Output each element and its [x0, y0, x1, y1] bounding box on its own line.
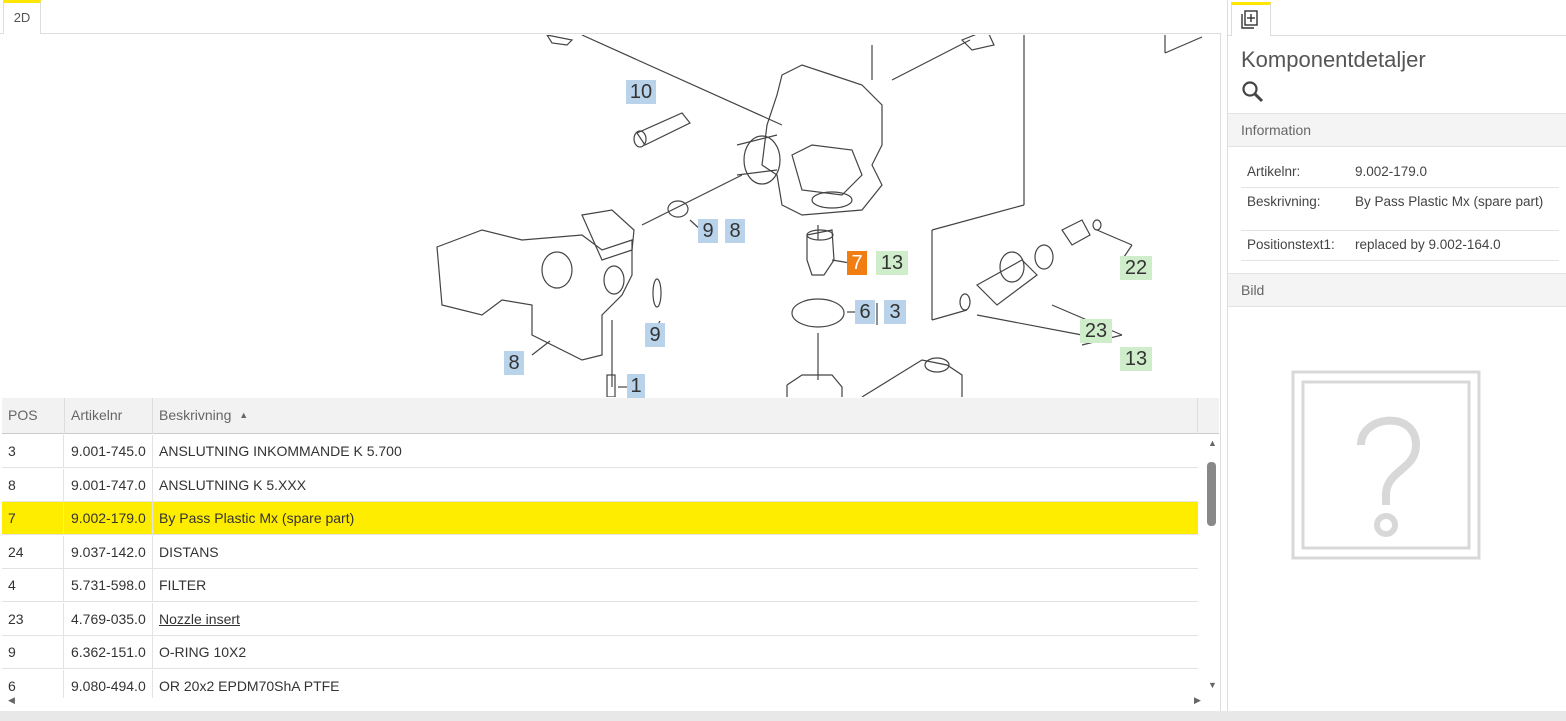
- callout-9[interactable]: 9: [698, 219, 718, 243]
- image-placeholder-icon: [1291, 370, 1481, 560]
- info-value-positionstext: replaced by 9.002-164.0: [1355, 237, 1501, 252]
- callout-13b[interactable]: 13: [1120, 347, 1152, 371]
- column-header-artikelnr[interactable]: Artikelnr: [65, 398, 153, 434]
- cell-artikelnr: 9.037-142.0: [65, 535, 153, 569]
- cell-beskrivning: DISTANS: [159, 543, 219, 560]
- cell-beskrivning: FILTER: [159, 577, 207, 593]
- cell-artikelnr: 4.769-035.0: [65, 602, 153, 636]
- cell-pos: 3: [2, 435, 64, 468]
- vertical-scrollbar[interactable]: ▲ ▼: [1203, 436, 1219, 694]
- callout-1[interactable]: 1: [627, 374, 645, 398]
- column-header-pos[interactable]: POS: [2, 398, 65, 434]
- info-label-beskrivning: Beskrivning:: [1247, 194, 1321, 209]
- scroll-down-icon[interactable]: ▼: [1208, 680, 1217, 690]
- cell-beskrivning: By Pass Plastic Mx (spare part): [159, 510, 355, 526]
- scroll-up-icon[interactable]: ▲: [1208, 438, 1217, 448]
- callout-7[interactable]: 7: [847, 251, 867, 275]
- cell-artikelnr: 9.001-747.0: [65, 468, 153, 502]
- callout-6[interactable]: 6: [855, 300, 875, 324]
- cell-artikelnr: 9.080-494.0: [65, 669, 153, 698]
- search-icon[interactable]: [1241, 80, 1265, 104]
- cell-pos: 4: [2, 569, 64, 602]
- column-header-beskrivning-label: Beskrivning: [159, 407, 232, 423]
- cell-beskrivning[interactable]: Nozzle insert: [159, 610, 240, 627]
- callout-10[interactable]: 10: [626, 80, 656, 104]
- tab-component-details[interactable]: [1231, 2, 1271, 36]
- table-header: POS Artikelnr Beskrivning ▲: [2, 398, 1219, 434]
- status-bar: [0, 711, 1566, 721]
- cell-beskrivning: OR 20x2 EPDM70ShA PTFE: [159, 677, 340, 694]
- cell-pos: 7: [2, 502, 64, 535]
- callout-23[interactable]: 23: [1080, 319, 1112, 343]
- cell-artikelnr: 6.362-151.0: [65, 636, 153, 669]
- column-header-beskrivning[interactable]: Beskrivning ▲: [153, 398, 1198, 434]
- info-label-artikelnr: Artikelnr:: [1247, 164, 1301, 179]
- viewer-pane: 2D: [0, 0, 1221, 711]
- details-pane: Komponentdetaljer Information Artikelnr:…: [1227, 0, 1566, 711]
- diagram-drawing: [436, 35, 1203, 397]
- tab-2d[interactable]: 2D: [3, 0, 41, 34]
- scroll-left-icon[interactable]: ◀: [8, 695, 15, 705]
- horizontal-scrollbar[interactable]: ◀ ▶: [2, 693, 1219, 707]
- exploded-diagram[interactable]: [2, 35, 1219, 397]
- cell-pos: 23: [2, 602, 64, 636]
- info-label-positionstext: Positionstext1:: [1247, 237, 1335, 252]
- cell-pos: 24: [2, 535, 64, 569]
- cell-artikelnr: 9.002-179.0: [65, 502, 153, 535]
- section-image-header[interactable]: Bild: [1228, 273, 1566, 307]
- info-value-artikelnr: 9.002-179.0: [1355, 164, 1428, 179]
- callout-9b[interactable]: 9: [645, 323, 665, 347]
- details-tab-icon: [1241, 10, 1258, 29]
- cell-beskrivning: ANSLUTNING INKOMMANDE K 5.700: [159, 443, 402, 459]
- callout-3[interactable]: 3: [884, 300, 906, 324]
- info-row-beskrivning: Beskrivning: By Pass Plastic Mx (spare p…: [1241, 188, 1559, 231]
- callout-22[interactable]: 22: [1120, 256, 1152, 280]
- cell-pos: 6: [2, 669, 64, 698]
- cell-pos: 9: [2, 636, 64, 669]
- callout-8b[interactable]: 8: [504, 351, 524, 375]
- details-title: Komponentdetaljer: [1241, 47, 1426, 72]
- section-information-header[interactable]: Information: [1228, 113, 1566, 147]
- sort-ascending-icon: ▲: [239, 410, 249, 420]
- vertical-scrollbar-thumb[interactable]: [1207, 462, 1216, 526]
- viewer-tabbar: 2D: [0, 0, 1221, 34]
- cell-beskrivning: O-RING 10X2: [159, 644, 247, 660]
- callout-8[interactable]: 8: [725, 219, 745, 243]
- info-row-positionstext: Positionstext1: replaced by 9.002-164.0: [1241, 231, 1559, 261]
- cell-artikelnr: 9.001-745.0: [65, 435, 153, 468]
- info-value-beskrivning: By Pass Plastic Mx (spare part): [1355, 194, 1544, 209]
- scroll-right-icon[interactable]: ▶: [1194, 695, 1201, 705]
- callout-13[interactable]: 13: [876, 251, 908, 275]
- details-tabbar: [1228, 0, 1566, 36]
- info-row-artikelnr: Artikelnr: 9.002-179.0: [1241, 158, 1559, 188]
- cell-artikelnr: 5.731-598.0: [65, 569, 153, 602]
- cell-pos: 8: [2, 468, 64, 502]
- cell-beskrivning: ANSLUTNING K 5.XXX: [159, 476, 307, 493]
